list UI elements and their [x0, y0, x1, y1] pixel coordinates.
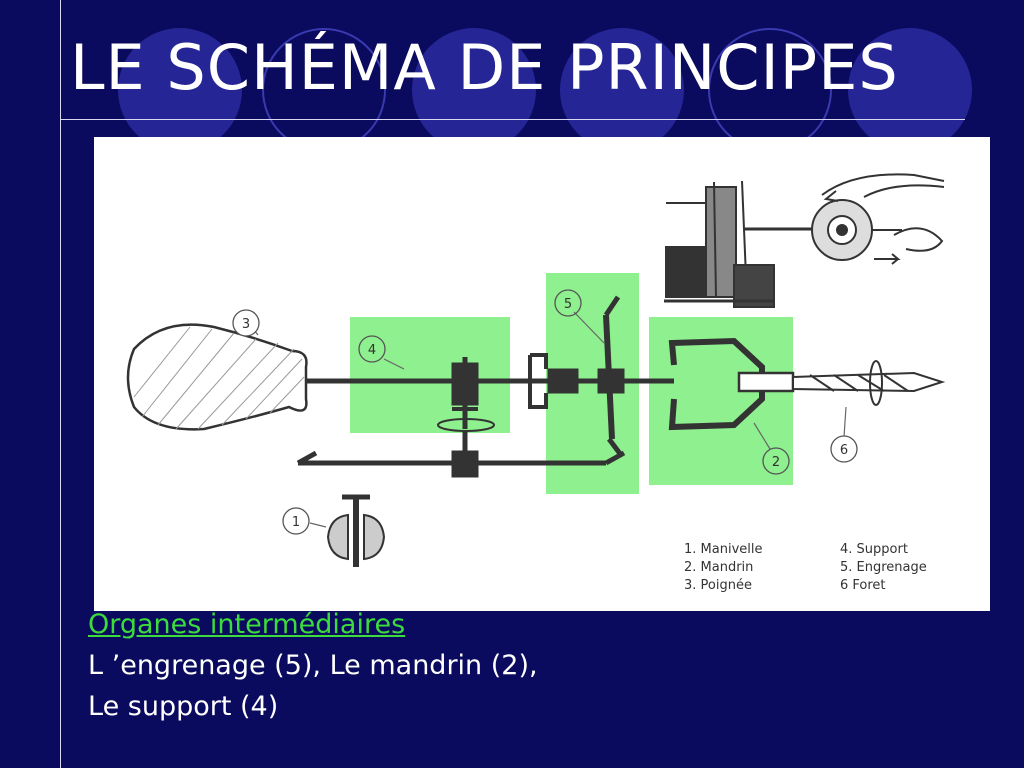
decorative-circle [412, 28, 536, 152]
svg-text:1: 1 [292, 515, 300, 530]
crank-shape [326, 513, 386, 561]
vertical-divider [60, 0, 61, 768]
caption-line: Le support (4) [88, 691, 279, 722]
caption-line: L ’engrenage (5), Le mandrin (2), [88, 650, 538, 681]
handle-shape [126, 323, 308, 431]
title-underline [60, 119, 965, 120]
highlight-support [350, 317, 510, 433]
svg-text:2: 2 [772, 455, 780, 470]
legend-item: 3. Poignée [684, 578, 752, 593]
decorative-circle [848, 28, 972, 152]
callout-1: 1 [282, 507, 310, 535]
drill-diagram: 3 4 5 2 6 1 1. [126, 173, 946, 593]
legend-item: 1. Manivelle [684, 542, 762, 557]
legend-item: 4. Support [840, 542, 908, 557]
hand-drill-illustration [664, 173, 945, 308]
drill-bit [792, 360, 946, 406]
svg-text:3: 3 [242, 317, 250, 332]
decorative-circle [118, 28, 242, 152]
callout-5: 5 [554, 289, 582, 317]
diagram-legend: 1. Manivelle 2. Mandrin 3. Poignée 4. Su… [684, 542, 927, 593]
page-title: LE SCHÉMA DE PRINCIPES [70, 31, 899, 104]
svg-text:5: 5 [564, 297, 572, 312]
legend-item: 2. Mandrin [684, 560, 753, 575]
callout-leaders [249, 311, 847, 528]
decorative-circle [560, 28, 684, 152]
callout-3: 3 [232, 309, 260, 337]
svg-text:6: 6 [840, 443, 848, 458]
diagram-panel: 3 4 5 2 6 1 1. [94, 137, 990, 611]
caption-heading-link[interactable]: Organes intermédiaires [88, 609, 406, 640]
callouts: 3 4 5 2 6 1 [232, 289, 858, 535]
callout-6: 6 [830, 435, 858, 463]
legend-item: 6 Foret [840, 578, 886, 593]
legend-item: 5. Engrenage [840, 560, 927, 575]
callout-2: 2 [762, 447, 790, 475]
callout-4: 4 [358, 335, 386, 363]
caption-block: Organes intermédiaires L ’engrenage (5),… [88, 604, 538, 727]
svg-text:4: 4 [368, 343, 376, 358]
